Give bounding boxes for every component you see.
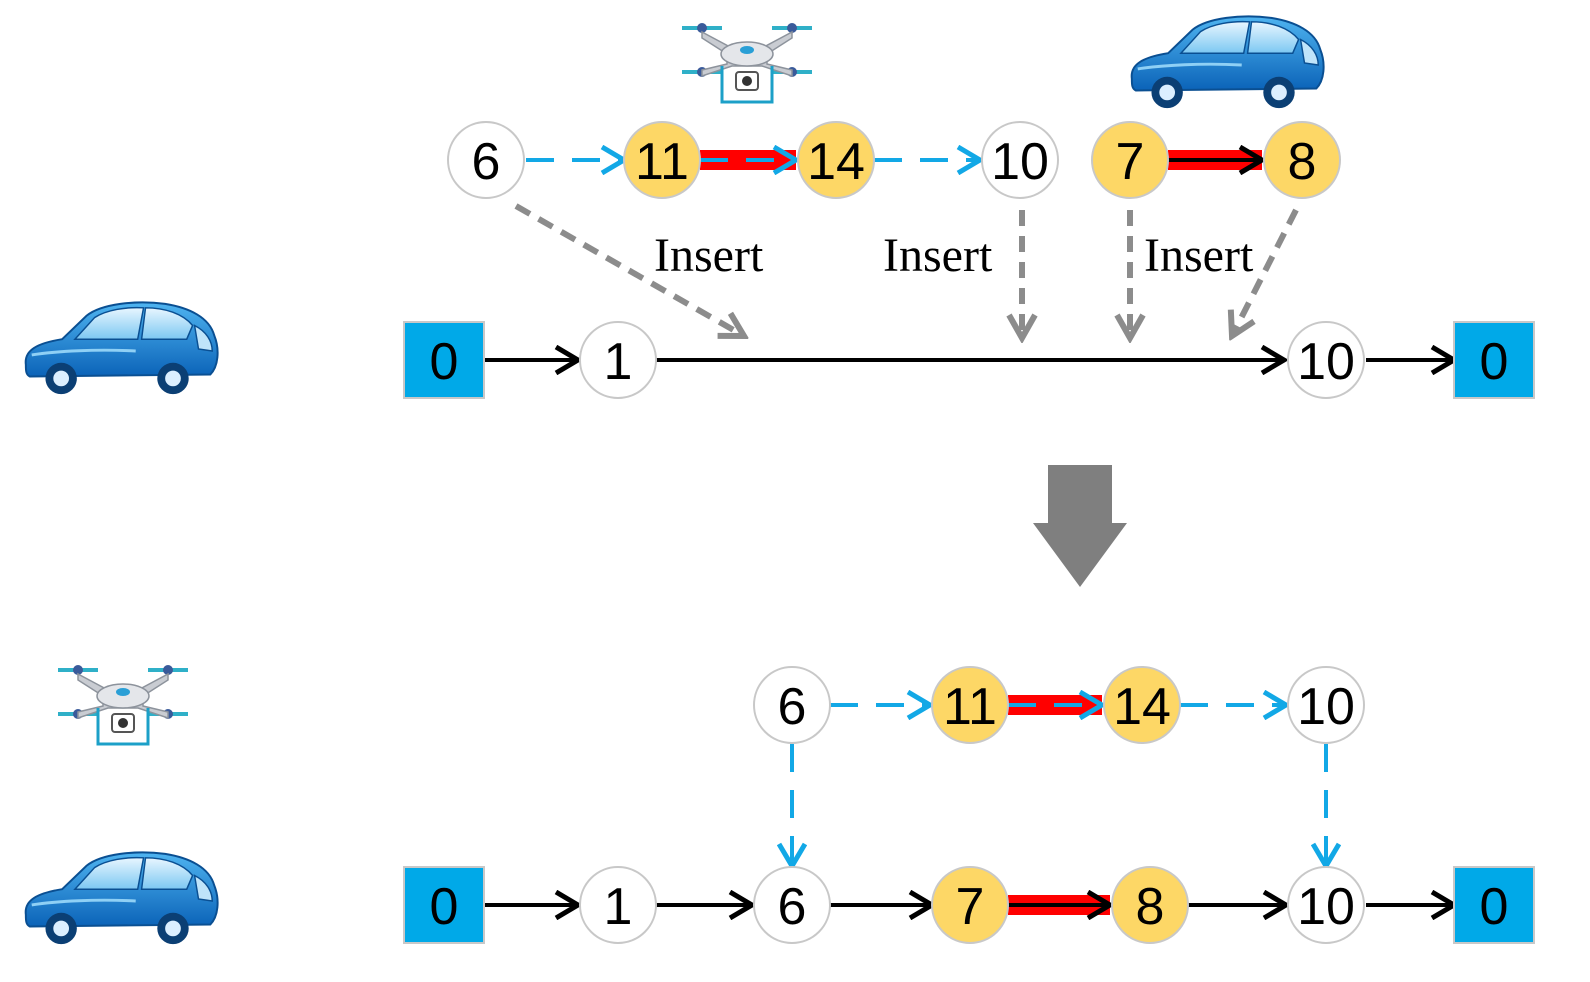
truck-icon (24, 850, 220, 946)
customer-node (1103, 666, 1181, 744)
customer-node-label: 6 (778, 878, 807, 936)
customer-node-label: 8 (1136, 878, 1165, 936)
customer-node (753, 666, 831, 744)
customer-node-label: 1 (604, 333, 633, 391)
depot-node-label: 0 (1480, 333, 1509, 391)
insert-arrow (1232, 208, 1299, 336)
insert-label-1: Insert (654, 229, 764, 282)
customer-node-label: 11 (943, 678, 997, 736)
insert-label-2: Insert (883, 229, 993, 282)
depot-node-label: 0 (1480, 878, 1509, 936)
depot-node (403, 321, 485, 399)
drone-icon (56, 663, 190, 746)
customer-node (753, 866, 831, 944)
customer-node (1287, 321, 1365, 399)
customer-node (447, 121, 525, 199)
insert-label-3: Insert (1144, 229, 1254, 282)
customer-node-label: 7 (1116, 133, 1145, 191)
customer-node (1287, 866, 1365, 944)
customer-node (579, 866, 657, 944)
depot-node (1453, 866, 1535, 944)
customer-node (931, 666, 1009, 744)
customer-node (931, 866, 1009, 944)
truck-icon (24, 300, 220, 396)
customer-node-label: 1 (604, 878, 633, 936)
down-arrow-icon (1033, 465, 1127, 587)
customer-node-label: 7 (956, 878, 985, 936)
customer-node-label: 10 (1297, 333, 1355, 391)
customer-node-label: 14 (1113, 678, 1171, 736)
depot-node-label: 0 (430, 333, 459, 391)
customer-node (1263, 121, 1341, 199)
customer-node (1091, 121, 1169, 199)
customer-node (623, 121, 701, 199)
customer-node-label: 6 (472, 133, 501, 191)
customer-node (981, 121, 1059, 199)
customer-node-label: 14 (807, 133, 865, 191)
depot-node-label: 0 (430, 878, 459, 936)
customer-node-label: 10 (1297, 678, 1355, 736)
customer-node (1287, 666, 1365, 744)
customer-node-label: 6 (778, 678, 807, 736)
customer-node-label: 11 (635, 133, 689, 191)
depot-node (1453, 321, 1535, 399)
depot-node (403, 866, 485, 944)
truck-icon (1130, 14, 1326, 110)
customer-node (579, 321, 657, 399)
customer-node (1111, 866, 1189, 944)
customer-node (797, 121, 875, 199)
customer-node-label: 10 (1297, 878, 1355, 936)
insert-arrow (514, 203, 744, 336)
customer-node-label: 10 (991, 133, 1049, 191)
drone-icon (680, 21, 814, 104)
customer-node-label: 8 (1288, 133, 1317, 191)
